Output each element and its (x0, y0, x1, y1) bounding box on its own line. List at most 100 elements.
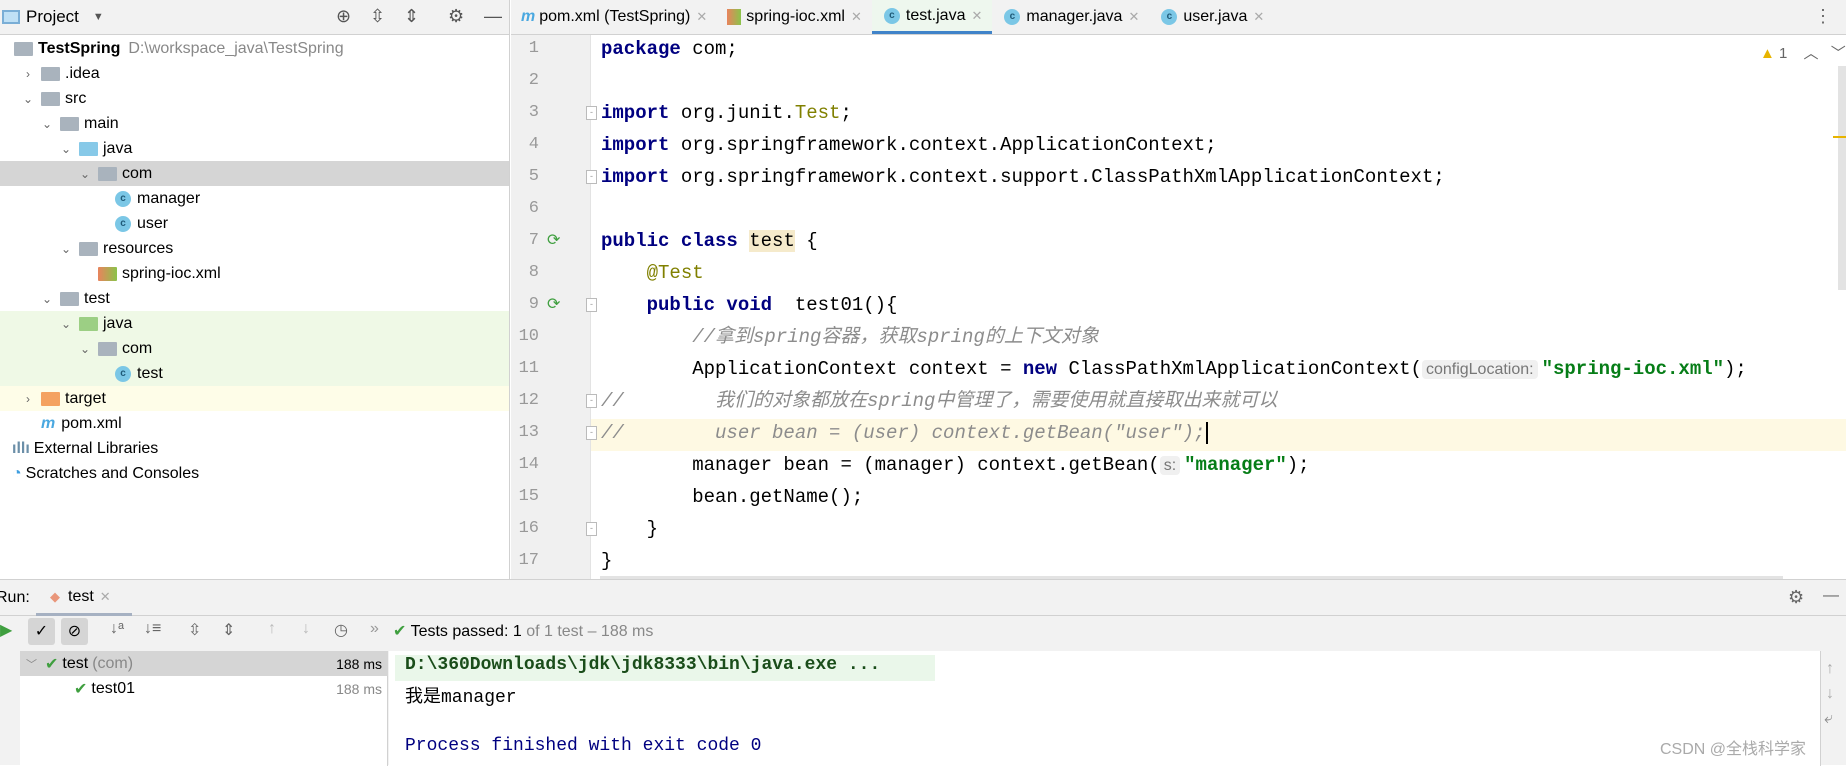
code-editor[interactable]: package com;import org.junit.Test;import… (591, 35, 1846, 579)
tree-item[interactable]: ⌄ resources (0, 236, 509, 261)
next-highlight-icon[interactable]: ﹀ (1830, 45, 1846, 62)
expand-all-icon[interactable]: ⇳ (370, 6, 386, 26)
fold-icon[interactable]: - (586, 426, 597, 440)
tree-item[interactable]: ⌄com (0, 336, 509, 361)
close-icon[interactable]: ✕ (696, 9, 708, 24)
folder-icon (60, 291, 79, 306)
tree-item-label: Scratches and Consoles (25, 464, 200, 482)
minimize-icon[interactable]: — (484, 6, 502, 26)
chevron-right-icon[interactable]: › (26, 66, 30, 81)
expand-all-icon[interactable]: ⇳ (188, 622, 202, 639)
scroll-down-icon[interactable]: ↓ (1826, 685, 1834, 702)
gear-icon[interactable]: ⚙ (448, 6, 465, 26)
tree-item[interactable]: spring-ioc.xml (0, 261, 509, 286)
more-icon[interactable]: ⋮ (1814, 6, 1832, 26)
test-tree-row[interactable]: ﹀ ✔ test (com) 188 ms (20, 651, 388, 676)
vertical-scrollbar[interactable] (1838, 66, 1846, 290)
horizontal-scrollbar[interactable] (600, 576, 1783, 579)
line-number: 14 (518, 455, 539, 474)
code-line: // 我们的对象都放在spring中管理了，需要使用就直接取出来就可以 (601, 387, 1277, 415)
fold-icon[interactable]: - (586, 522, 597, 536)
chevron-down-icon[interactable]: ⌄ (60, 241, 72, 256)
more-chevron-icon[interactable]: » (370, 620, 379, 637)
tab-label: manager.java (1026, 8, 1123, 25)
history-icon[interactable]: ◷ (334, 622, 348, 639)
tab-spring-ioc-xml[interactable]: spring-ioc.xml✕ (717, 0, 872, 34)
chevron-down-icon[interactable]: ⌄ (60, 141, 72, 156)
minimize-icon[interactable]: — (1823, 587, 1839, 604)
folder-icon (41, 91, 60, 106)
close-icon[interactable]: ✕ (850, 9, 862, 24)
tree-item[interactable]: ⌄main (0, 111, 509, 136)
chevron-down-icon[interactable]: ▼ (92, 11, 104, 23)
tree-item-label: resources (103, 239, 174, 257)
tree-item[interactable]: ⌄java (0, 311, 509, 336)
fold-icon[interactable]: - (586, 298, 597, 312)
chevron-down-icon[interactable]: ⌄ (79, 166, 91, 181)
code-token: import (601, 166, 670, 188)
code-line: package com; (601, 35, 738, 63)
code-line: public void test01(){ (601, 291, 898, 319)
soft-wrap-icon[interactable]: ⤶ (1824, 710, 1833, 727)
run-test-icon[interactable]: ⟳ (547, 296, 561, 313)
tree-item[interactable]: ›.idea (0, 61, 509, 86)
current-line-highlight (591, 419, 1846, 451)
tree-item[interactable]: ⌄src (0, 86, 509, 111)
rerun-icon[interactable]: ▶ (0, 622, 13, 639)
close-icon[interactable]: ✕ (1128, 9, 1140, 24)
sort-alpha-icon[interactable]: ↓ᵃ (110, 620, 124, 637)
project-view-selector[interactable]: Project (26, 7, 79, 26)
parameter-hint: configLocation: (1421, 360, 1538, 379)
chevron-down-icon[interactable]: ⌄ (60, 316, 72, 331)
fold-icon[interactable]: - (586, 106, 597, 120)
code-token: //拿到spring容器，获取spring的上下文对象 (692, 326, 1099, 348)
previous-failed-icon[interactable]: ↑ (268, 620, 276, 637)
run-tab-test[interactable]: ◆ test ✕ (36, 580, 132, 616)
next-failed-icon[interactable]: ↓ (302, 620, 310, 637)
tree-item[interactable]: ⌄com (0, 161, 509, 186)
scroll-up-icon[interactable]: ↑ (1826, 660, 1834, 677)
test-class-icon: c (115, 365, 131, 382)
chevron-down-icon[interactable]: ⌄ (79, 341, 91, 356)
check-icon: ✔ (393, 623, 407, 640)
locate-icon[interactable]: ⊕ (336, 6, 352, 26)
collapse-all-icon[interactable]: ⇕ (404, 6, 420, 26)
fold-icon[interactable]: - (586, 394, 597, 408)
sort-duration-icon[interactable]: ↓≡ (144, 620, 162, 637)
chevron-down-icon[interactable]: ⌄ (41, 291, 53, 306)
show-passed-toggle[interactable]: ✓ (28, 618, 55, 645)
code-line: } (601, 515, 658, 543)
previous-highlight-icon[interactable]: ︿ (1803, 45, 1819, 62)
run-test-icon[interactable]: ⟳ (547, 232, 561, 249)
chevron-right-icon[interactable]: › (26, 391, 30, 406)
close-icon[interactable]: ✕ (971, 7, 983, 23)
tree-item[interactable]: ⌄test (0, 286, 509, 311)
close-icon[interactable]: ✕ (1253, 9, 1265, 24)
collapse-all-icon[interactable]: ⇕ (222, 622, 236, 639)
show-ignored-toggle[interactable]: ⊘ (61, 618, 88, 645)
tree-item[interactable]: › target (0, 386, 509, 411)
warning-marker[interactable] (1833, 136, 1846, 138)
inspection-widget[interactable]: ▲ 1 ︿ ﹀ (1760, 42, 1846, 63)
chevron-down-icon[interactable]: ⌄ (41, 116, 53, 131)
tree-item[interactable]: ◔Scratches and Consoles (0, 461, 509, 486)
spring-xml-icon (98, 266, 117, 281)
tree-item-label: target (65, 389, 106, 407)
chevron-down-icon[interactable]: ⌄ (22, 91, 34, 106)
gear-icon[interactable]: ⚙ (1788, 587, 1805, 607)
tree-root[interactable]: TestSpring D:\workspace_java\TestSpring (0, 36, 509, 61)
fold-icon[interactable]: - (586, 170, 597, 184)
close-icon[interactable]: ✕ (99, 588, 111, 604)
test-tree-row[interactable]: ✔ test01 188 ms (20, 676, 388, 701)
tree-item[interactable]: ⌄java (0, 136, 509, 161)
